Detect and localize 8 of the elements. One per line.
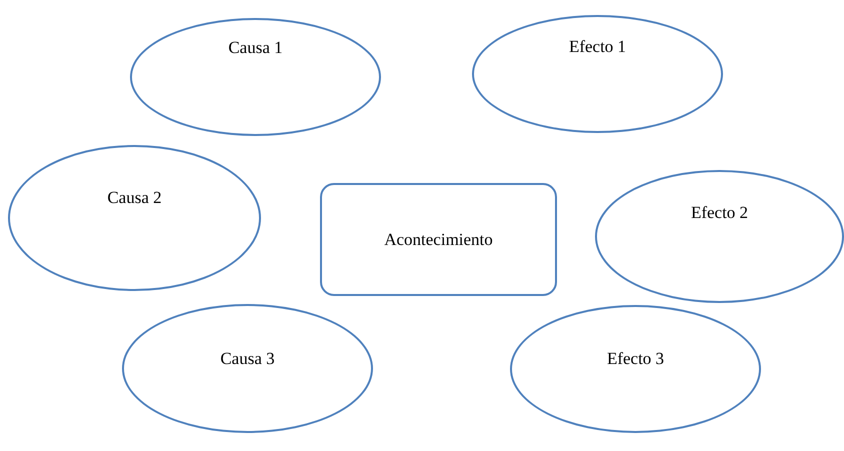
node-label: Causa 1 <box>228 38 283 58</box>
node-label: Efecto 2 <box>690 203 748 223</box>
node-label: Efecto 1 <box>568 37 626 57</box>
node-label: Acontecimiento <box>384 230 493 250</box>
node-label: Efecto 3 <box>606 349 664 369</box>
node-label: Causa 2 <box>107 188 162 208</box>
node-label: Causa 3 <box>220 349 275 369</box>
rounded-box <box>320 183 557 296</box>
